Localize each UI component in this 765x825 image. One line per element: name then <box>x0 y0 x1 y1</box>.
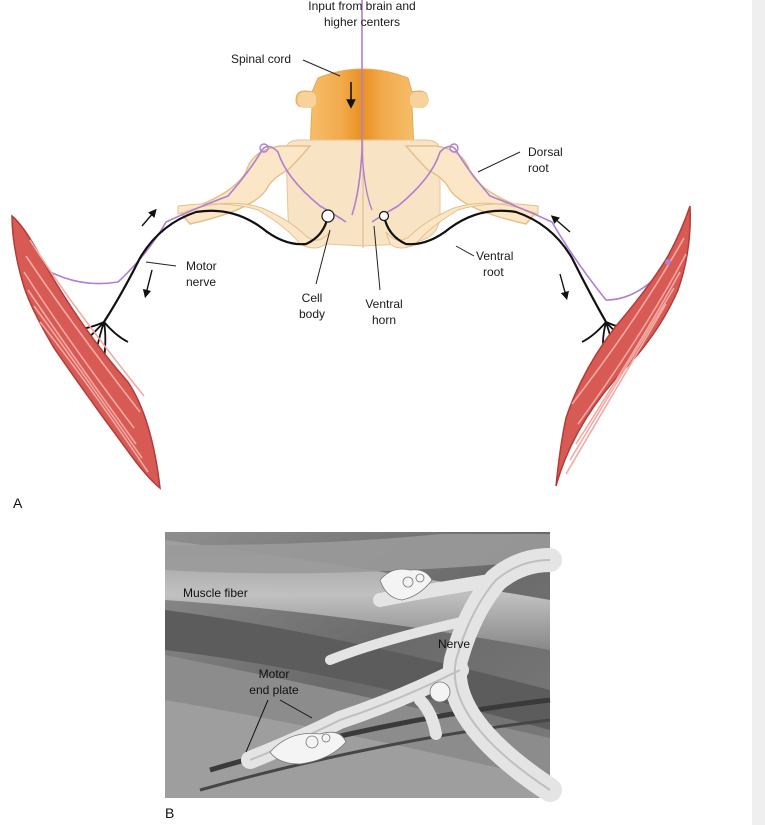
muscle-left <box>11 214 161 490</box>
dorsal-ganglion-left <box>259 143 269 153</box>
sensory-fiber-left <box>27 145 347 285</box>
label-horn-line1: Ventral <box>365 297 402 311</box>
label-motor-line1: Motor <box>186 259 217 273</box>
micrograph <box>165 532 562 802</box>
ventral-root-sheath-right <box>385 202 539 249</box>
arrow-efferent-right <box>559 273 569 301</box>
label-cell-line2: body <box>299 307 325 321</box>
label-muscle-fiber: Muscle fiber <box>183 586 248 600</box>
label-dorsal-line2: root <box>528 161 549 175</box>
panel-b-letter: B <box>165 805 174 821</box>
arrow-afferent-right <box>550 215 571 233</box>
motor-nerve-left <box>103 209 330 323</box>
sensory-fiber-right <box>371 145 671 301</box>
label-cell-line1: Cell <box>302 291 323 305</box>
label-spinal-cord: Spinal cord <box>231 52 291 66</box>
arrow-afferent-left <box>141 208 157 227</box>
muscle-right <box>555 205 691 487</box>
cell-body-right <box>378 210 390 222</box>
label-nerve: Nerve <box>438 637 470 651</box>
arrow-efferent-left <box>142 269 153 299</box>
label-motor-line2: nerve <box>186 275 216 289</box>
label-input-line2: higher centers <box>324 15 400 29</box>
leader-lines <box>145 59 521 291</box>
label-horn-line2: horn <box>372 313 396 327</box>
panel-b: Muscle fiber Nerve Motor end plate B <box>165 532 562 821</box>
label-endplate-line1: Motor <box>259 667 290 681</box>
label-endplate-line2: end plate <box>249 683 299 697</box>
label-ventral-root-line2: root <box>483 265 504 279</box>
label-dorsal-line1: Dorsal <box>528 145 563 159</box>
ventral-root-sheath-left <box>177 202 331 249</box>
label-ventral-root-line1: Ventral <box>476 249 513 263</box>
motor-nerve-right <box>382 209 607 323</box>
endplate-leader-lines <box>245 699 313 753</box>
cell-body-left <box>321 209 335 223</box>
label-input-line1: Input from brain and <box>308 0 415 13</box>
page-margin-strip <box>752 0 765 825</box>
dorsal-ganglion-right <box>449 143 459 153</box>
panel-a-letter: A <box>13 495 23 511</box>
panel-a: Input from brain and higher centers Spin… <box>11 0 691 511</box>
